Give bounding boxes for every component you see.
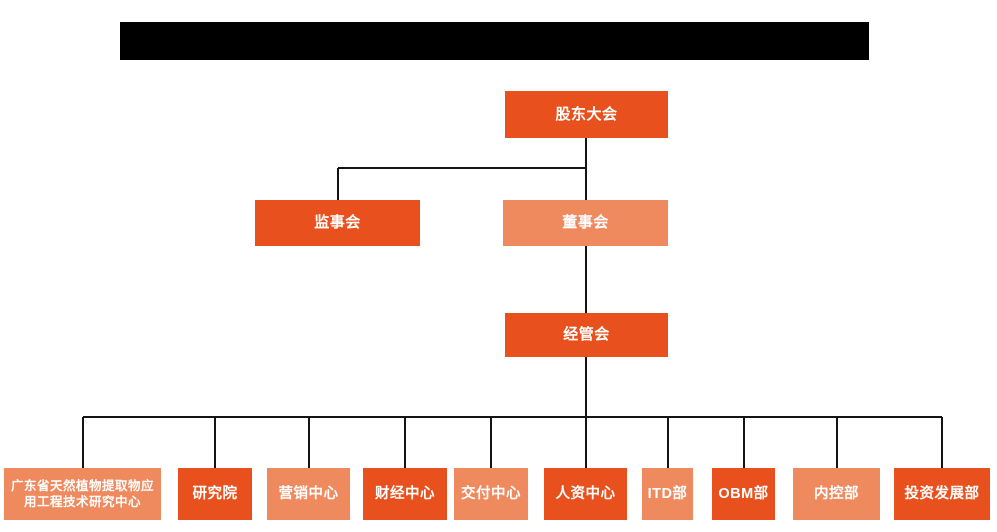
org-node-marketing: 营销中心 — [267, 468, 350, 520]
org-node-supervisory: 监事会 — [255, 200, 420, 246]
org-node-hr: 人资中心 — [544, 468, 627, 520]
org-node-finance: 财经中心 — [363, 468, 447, 520]
connector-line — [584, 357, 587, 417]
org-node-shareholders: 股东大会 — [505, 91, 668, 138]
org-node-delivery: 交付中心 — [454, 468, 528, 520]
connector-line — [82, 416, 942, 418]
connector-line — [742, 417, 745, 468]
org-node-itd: ITD部 — [642, 468, 693, 520]
connector-line — [584, 138, 587, 200]
connector-line — [584, 417, 587, 468]
connector-line — [307, 417, 310, 468]
connector-line — [835, 417, 838, 468]
connector-line — [941, 417, 943, 468]
org-node-obm: OBM部 — [712, 468, 775, 520]
connector-line — [584, 246, 587, 313]
org-node-board: 董事会 — [503, 200, 668, 246]
connector-line — [490, 417, 492, 468]
org-node-internal_control: 内控部 — [793, 468, 880, 520]
org-node-institute: 研究院 — [178, 468, 252, 520]
org-node-research_center: 广东省天然植物提取物应用工程技术研究中心 — [4, 468, 161, 520]
org-node-investment: 投资发展部 — [894, 468, 990, 520]
connector-line — [81, 417, 84, 468]
org-node-management: 经管会 — [505, 313, 668, 357]
connector-line — [214, 417, 216, 468]
connector-line — [337, 167, 586, 169]
connector-line — [404, 417, 406, 468]
redacted-title-bar — [120, 22, 869, 60]
connector-line — [666, 417, 669, 468]
connector-line — [336, 168, 339, 200]
